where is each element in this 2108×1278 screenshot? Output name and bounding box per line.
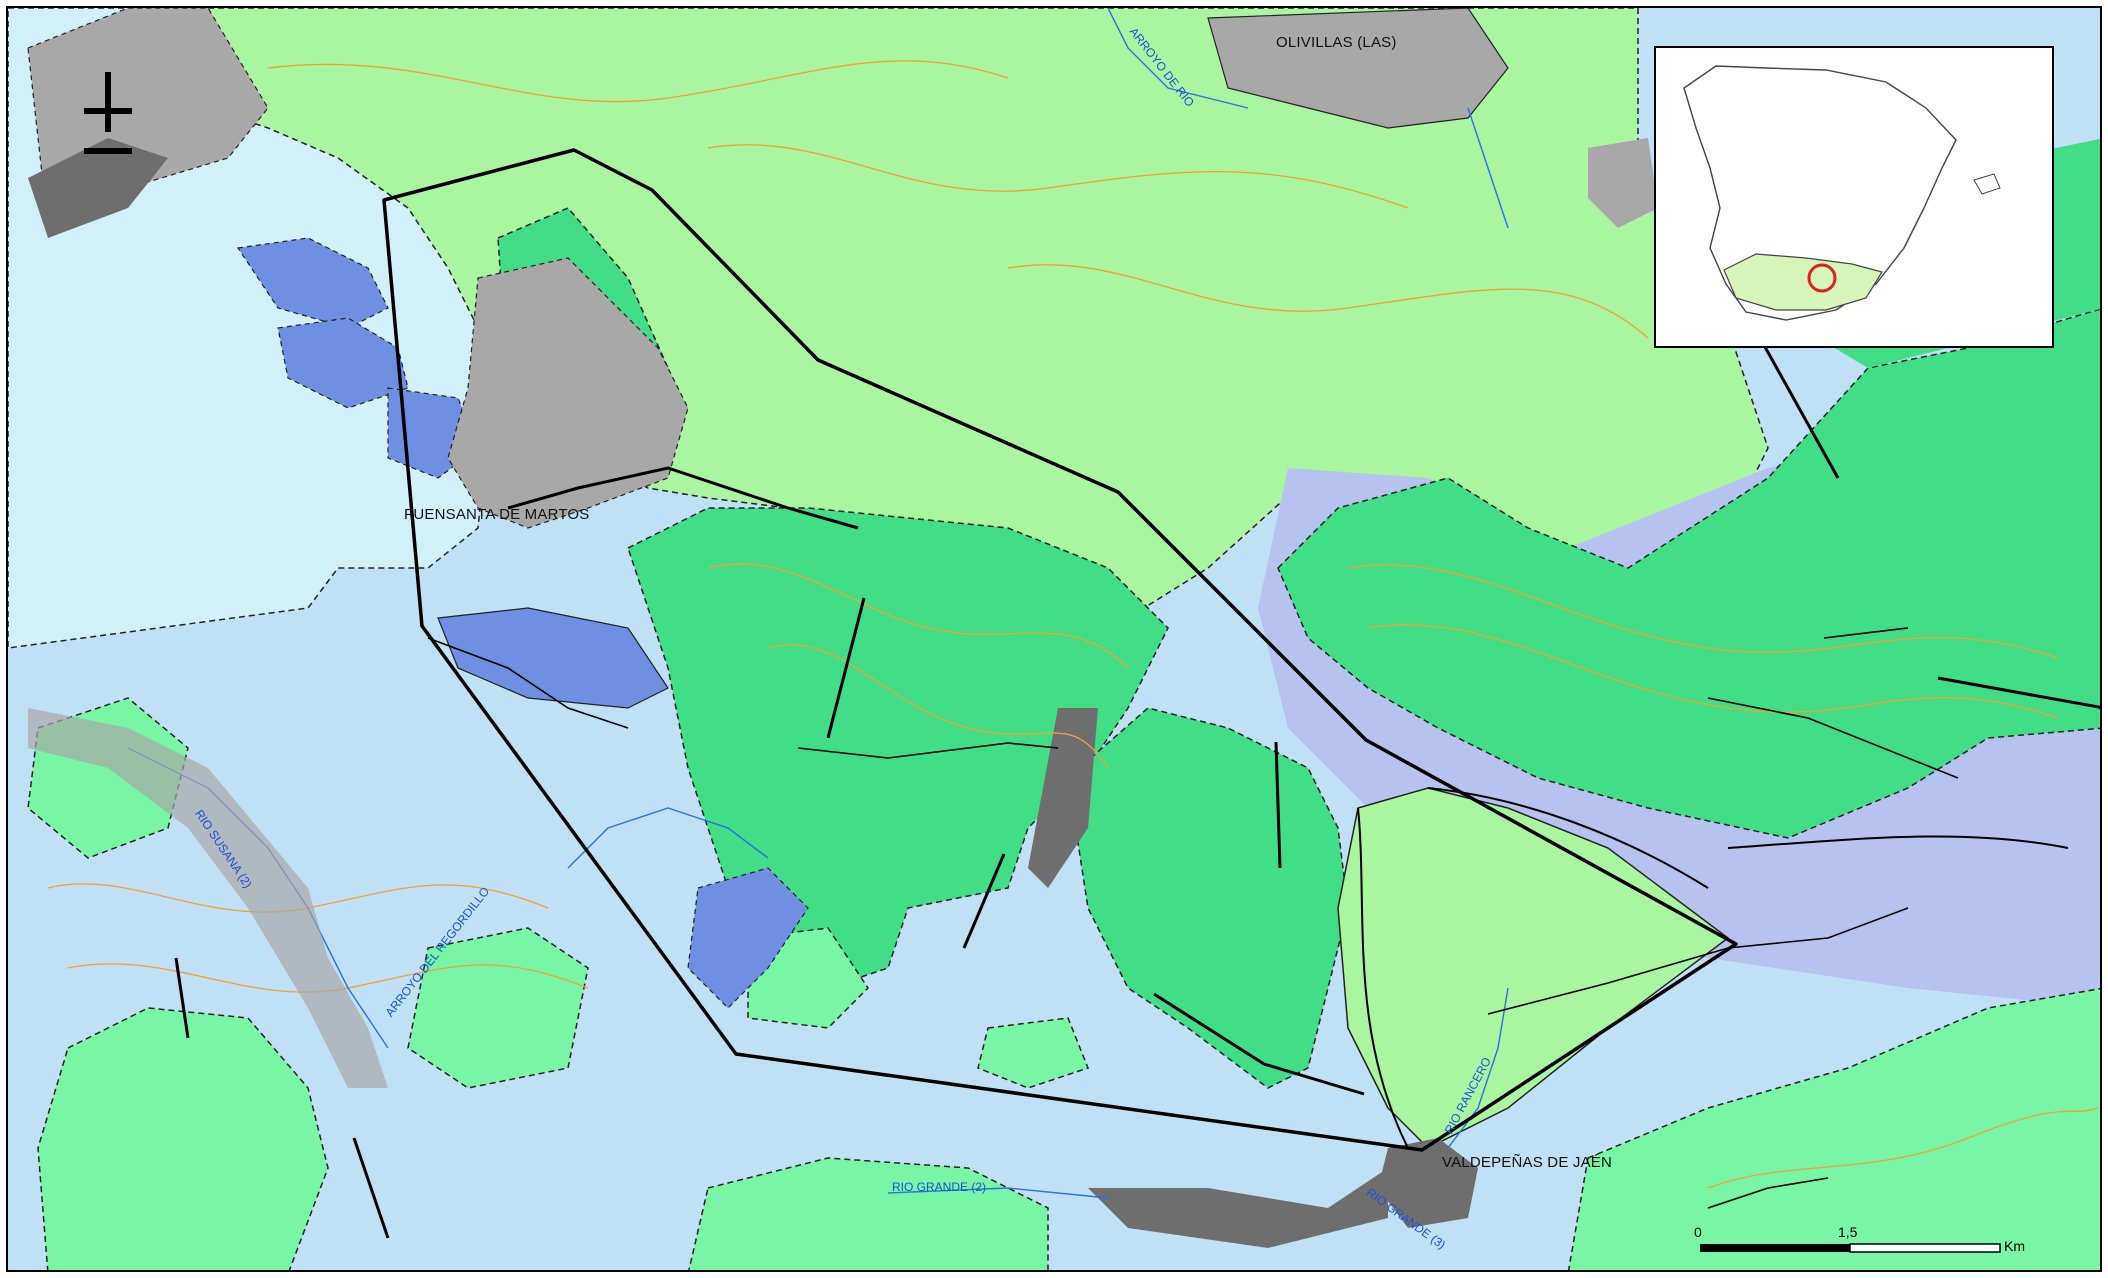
unit-dark-grey-west xyxy=(28,138,168,238)
unit-mint-green-southeast xyxy=(1567,987,2100,1270)
scale-label-unit: Km xyxy=(2004,1238,2025,1254)
contour-lines xyxy=(47,60,2099,1189)
unit-grey-strip xyxy=(28,708,388,1088)
scale-bar: 0 1,5 Km xyxy=(1690,1224,2030,1270)
unit-light-green-valdepenas xyxy=(1337,787,1730,1149)
place-label-valdepenas: VALDEPEÑAS DE JAÉN xyxy=(1442,1154,1613,1171)
unit-blue-west-1 xyxy=(236,237,389,329)
fold-axes xyxy=(427,627,1959,1209)
unit-grey-north xyxy=(1207,8,1509,129)
north-arrow-icon xyxy=(84,72,132,154)
scale-bar-graphic xyxy=(1700,1243,2001,1253)
fault-lines xyxy=(174,337,2100,1239)
study-area-boundary xyxy=(382,148,1738,1152)
andalusia-region xyxy=(1723,253,1883,311)
unit-grey-fuensanta xyxy=(447,257,689,529)
river-label-rio-grande-2: RIO GRANDE (2) xyxy=(892,1180,987,1194)
place-label-fuensanta: FUENSANTA DE MARTOS xyxy=(404,506,590,523)
thrust-front xyxy=(1357,787,2069,1149)
geologic-map[interactable]: OLIVILLAS (LAS) FUENSANTA DE MARTOS VALD… xyxy=(6,6,2102,1272)
iberian-peninsula-map xyxy=(1683,65,2001,321)
unit-grey-river xyxy=(1088,1168,1388,1248)
inset-locator-map xyxy=(1654,46,2054,348)
unit-blue-west-2 xyxy=(277,317,409,409)
unit-mint-green-west-2 xyxy=(407,927,589,1089)
unit-grey-northeast xyxy=(1588,138,1658,228)
unit-mint-green-south xyxy=(688,1157,1049,1270)
unit-mint-green-west xyxy=(37,1007,329,1270)
unit-dark-grey-valdepenas xyxy=(1378,1138,1478,1228)
unit-grey-center xyxy=(1028,708,1098,888)
unit-mint-green-center-south-2 xyxy=(977,1017,1089,1089)
unit-blue-center xyxy=(437,607,669,709)
balearic-islands xyxy=(1973,173,2001,195)
place-label-olivillas: OLIVILLAS (LAS) xyxy=(1276,34,1397,51)
unit-blue-south xyxy=(687,867,809,1009)
scale-label-mid: 1,5 xyxy=(1838,1224,1858,1240)
study-area-locator-icon xyxy=(1807,263,1837,293)
unit-medium-green-east xyxy=(1277,308,2100,839)
scale-label-start: 0 xyxy=(1694,1224,1702,1240)
